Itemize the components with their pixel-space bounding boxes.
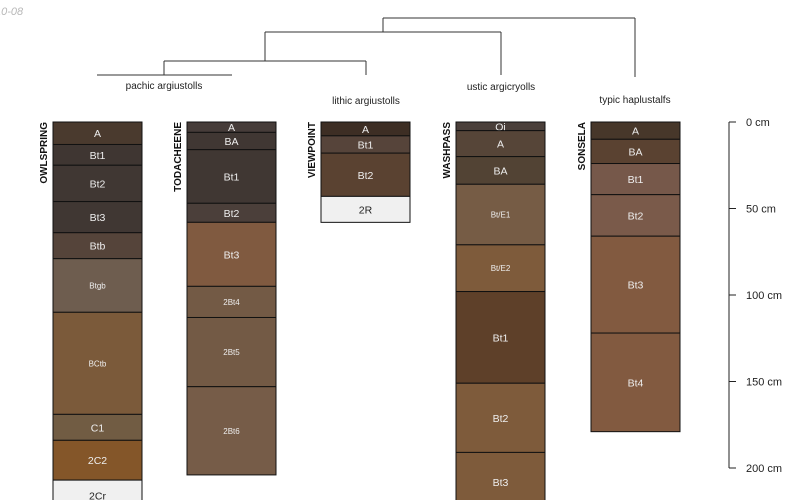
horizon [186,386,277,476]
horizon-label: Bt1 [90,150,106,162]
horizon-label: A [228,122,235,134]
horizon-label: A [632,126,639,138]
horizon-label: Bt3 [493,477,509,489]
horizon [320,195,411,223]
horizon [590,332,681,433]
depth-axis-label: 50 cm [746,204,776,216]
horizon-label: BA [493,165,507,177]
horizon [455,156,546,185]
horizon-label: BCtb [89,359,107,368]
horizon-label: 2Bt6 [223,427,240,436]
profile-name: SONSELA [577,122,588,170]
horizon [186,149,277,204]
horizon-label: A [362,124,369,136]
horizon-label: Bt/E1 [491,211,511,220]
horizon-label: C1 [91,422,105,434]
date-label: 10-08 [0,6,24,18]
horizon-label: Oi [495,121,506,133]
horizon-label: Btgb [89,281,106,290]
horizon [455,130,546,158]
horizon-label: Bt1 [358,139,374,151]
horizon-label: Bt4 [628,377,644,389]
horizon-label: BA [224,136,238,148]
horizon-label: Bt1 [224,171,240,183]
group-label: ustic argicryolls [467,82,535,93]
horizon-label: BA [628,146,642,158]
depth-axis-label: 0 cm [746,117,770,129]
horizon [52,479,143,500]
horizon-label: 2Bt5 [223,348,240,357]
depth-axis-label: 150 cm [746,377,782,389]
horizon [52,439,143,481]
profile-name: WASHPASS [442,122,453,179]
horizon-label: 2Cr [89,491,106,500]
profile-name: VIEWPOINT [307,122,318,178]
profile-name: TODACHEENE [173,122,184,192]
horizon-label: 2C2 [88,455,107,467]
horizon [455,244,546,293]
horizon-label: Bt2 [628,210,644,222]
horizon-label: Bt3 [224,249,240,261]
horizon-label: Bt2 [358,170,374,182]
horizon-label: Bt1 [493,332,509,344]
horizon [455,451,546,500]
horizon [590,138,681,165]
horizon-label: Bt2 [493,413,509,425]
horizon [455,291,546,384]
horizon-label: Bt3 [628,280,644,292]
horizon [52,311,143,415]
horizon-label: Bt1 [628,174,644,186]
horizon-label: Bt3 [90,212,106,224]
horizon-label: A [94,128,101,140]
horizon-label: 2R [359,204,373,216]
horizon-label: Bt2 [90,178,106,190]
profile-name: OWLSPRING [39,122,50,184]
horizon [455,382,546,453]
horizon [186,285,277,318]
horizon [52,413,143,441]
group-label: lithic argiustolls [332,96,400,107]
horizon [455,183,546,246]
horizon-label: 2Bt4 [223,298,240,307]
horizon-label: Bt/E2 [491,264,511,273]
horizon-label: A [497,139,504,151]
horizon [186,221,277,287]
horizon-label: Bt2 [224,208,240,220]
horizon [590,194,681,237]
horizon-label: Btb [90,241,106,253]
group-label: pachic argiustolls [126,81,203,92]
depth-axis-label: 100 cm [746,290,782,302]
group-label: typic haplustalfs [599,95,670,106]
horizon [320,152,411,197]
depth-axis-label: 200 cm [746,463,782,475]
horizon [52,258,143,313]
horizon [186,316,277,388]
